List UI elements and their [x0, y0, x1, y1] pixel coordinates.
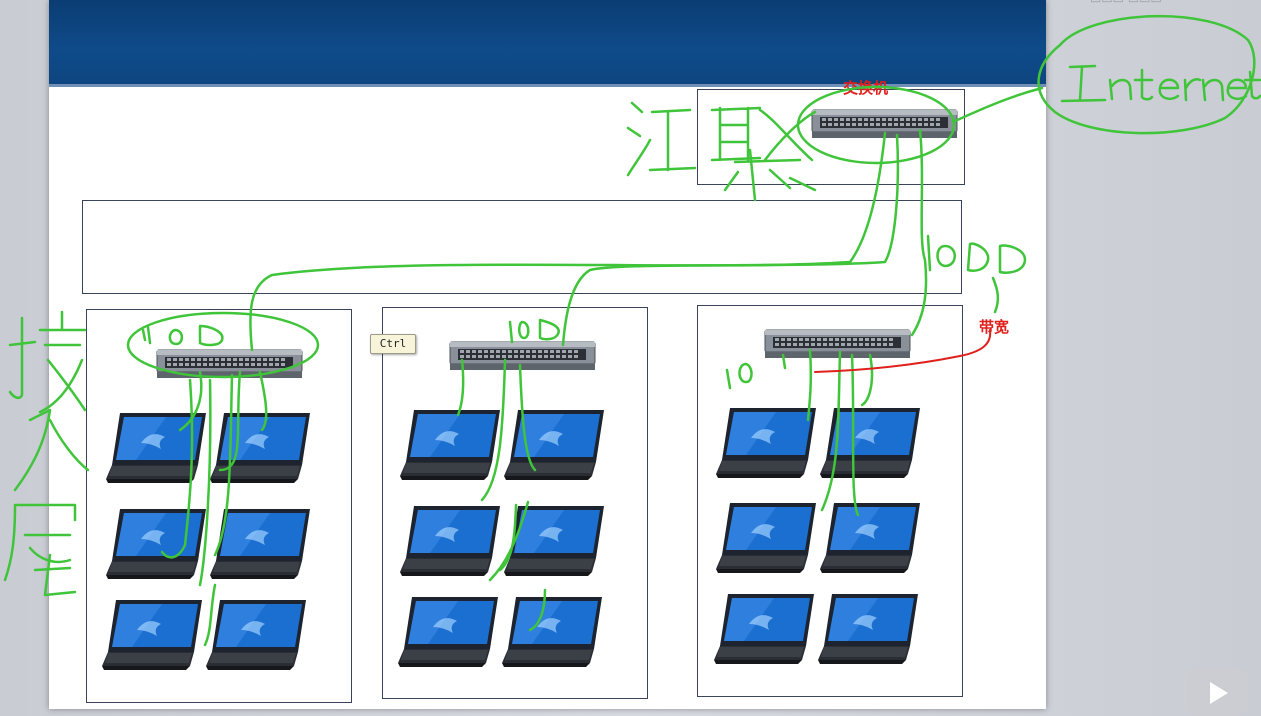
laptops-right — [714, 408, 920, 664]
laptops-middle — [398, 410, 604, 667]
slide-title-bar — [49, 0, 1046, 84]
access-drops-right — [806, 348, 874, 517]
laptop-icon — [400, 506, 500, 576]
handwriting-access-layer — [3, 310, 90, 597]
laptop-icon — [504, 506, 604, 576]
access-box-left — [86, 309, 352, 703]
aggregation-layer-box — [82, 200, 962, 294]
top-right-ghost-text: ▭▭▭ ▭▭▭ — [1090, 0, 1162, 6]
laptop-icon — [398, 597, 498, 667]
core-switch-box — [697, 89, 965, 185]
slide-title-divider — [49, 84, 1046, 87]
ctrl-tooltip: Ctrl — [370, 334, 416, 354]
internet-cloud-outline — [1037, 14, 1256, 135]
laptop-icon — [210, 413, 310, 483]
handwriting-internet — [1060, 64, 1261, 103]
laptop-icon — [206, 600, 306, 670]
uplink-middle — [561, 133, 900, 347]
access-box-right — [697, 305, 963, 697]
laptop-icon — [102, 600, 202, 670]
laptop-icon — [504, 410, 604, 480]
laptop-icon — [716, 503, 816, 573]
bandwidth-label: 带宽 — [979, 318, 1010, 336]
access-drops-left — [160, 370, 268, 647]
access-box-middle — [382, 307, 648, 699]
laptop-icon — [716, 408, 816, 478]
ink-annotations — [3, 14, 1261, 647]
laptop-icon — [400, 410, 500, 480]
laptop-icon — [818, 594, 918, 664]
laptop-icon — [820, 503, 920, 573]
laptop-icon — [106, 509, 206, 579]
handwriting-100-middle — [508, 318, 560, 344]
access-switch-circle — [126, 311, 320, 379]
handwriting-1000 — [926, 234, 1027, 314]
red-ink-bandwidth — [814, 329, 992, 373]
laptop-icon — [714, 594, 814, 664]
play-button[interactable] — [1186, 668, 1248, 716]
access-switch-right-icon — [764, 329, 911, 359]
handwriting-aggregation-layer — [626, 101, 817, 202]
uplink-left — [249, 131, 887, 352]
uplink-right — [910, 128, 928, 337]
internet-link — [951, 86, 1044, 124]
access-switch-middle-icon — [449, 341, 596, 371]
laptop-icon — [502, 597, 602, 667]
access-drops-middle — [456, 358, 547, 632]
handwriting-10 — [725, 353, 787, 390]
handwriting-100-left — [141, 324, 224, 347]
